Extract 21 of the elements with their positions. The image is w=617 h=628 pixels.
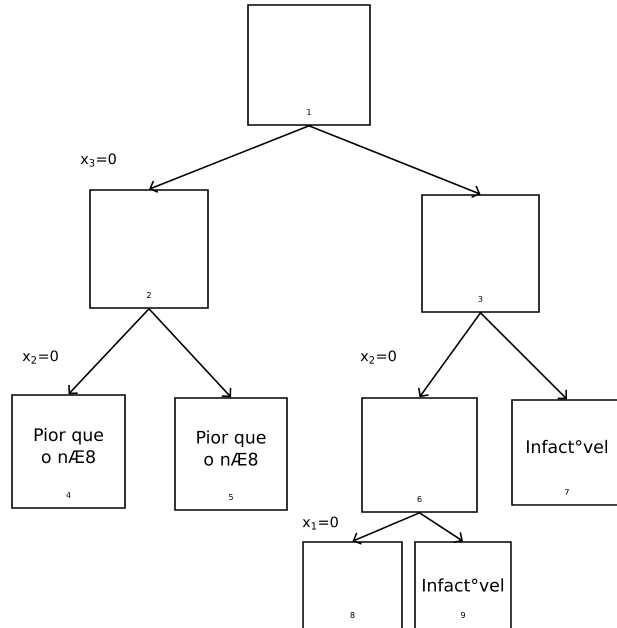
edge-label: x$_{3}$=0: [80, 153, 116, 167]
arrow: [419, 512, 463, 544]
edge-label: x$_{1}$=0: [302, 516, 338, 530]
tree-node-box: 7 Infact°vel: [511, 399, 617, 506]
tree-node-box: 9 Infact°vel: [414, 541, 512, 628]
tree-node-box: 3: [421, 194, 540, 313]
tree-node-box: 8: [302, 541, 403, 628]
arrow: [68, 308, 150, 394]
edge-label: x$_{2}$=0: [360, 350, 396, 364]
tree-node-box: 2: [89, 189, 209, 309]
tree-node-box: 6: [361, 397, 478, 513]
edge-label: x$_{2}$=0: [22, 350, 58, 364]
tree-node-box: 1: [247, 4, 371, 126]
tree-node-box: 4 Pior que o nÆ8: [11, 394, 126, 509]
tree-node-box: 5 Pior que o nÆ8: [174, 397, 288, 511]
arrow: [352, 512, 420, 545]
arrow: [308, 125, 480, 198]
arrow: [480, 312, 567, 400]
arrow: [149, 125, 310, 193]
arrow: [418, 312, 482, 398]
arrow: [148, 308, 232, 398]
